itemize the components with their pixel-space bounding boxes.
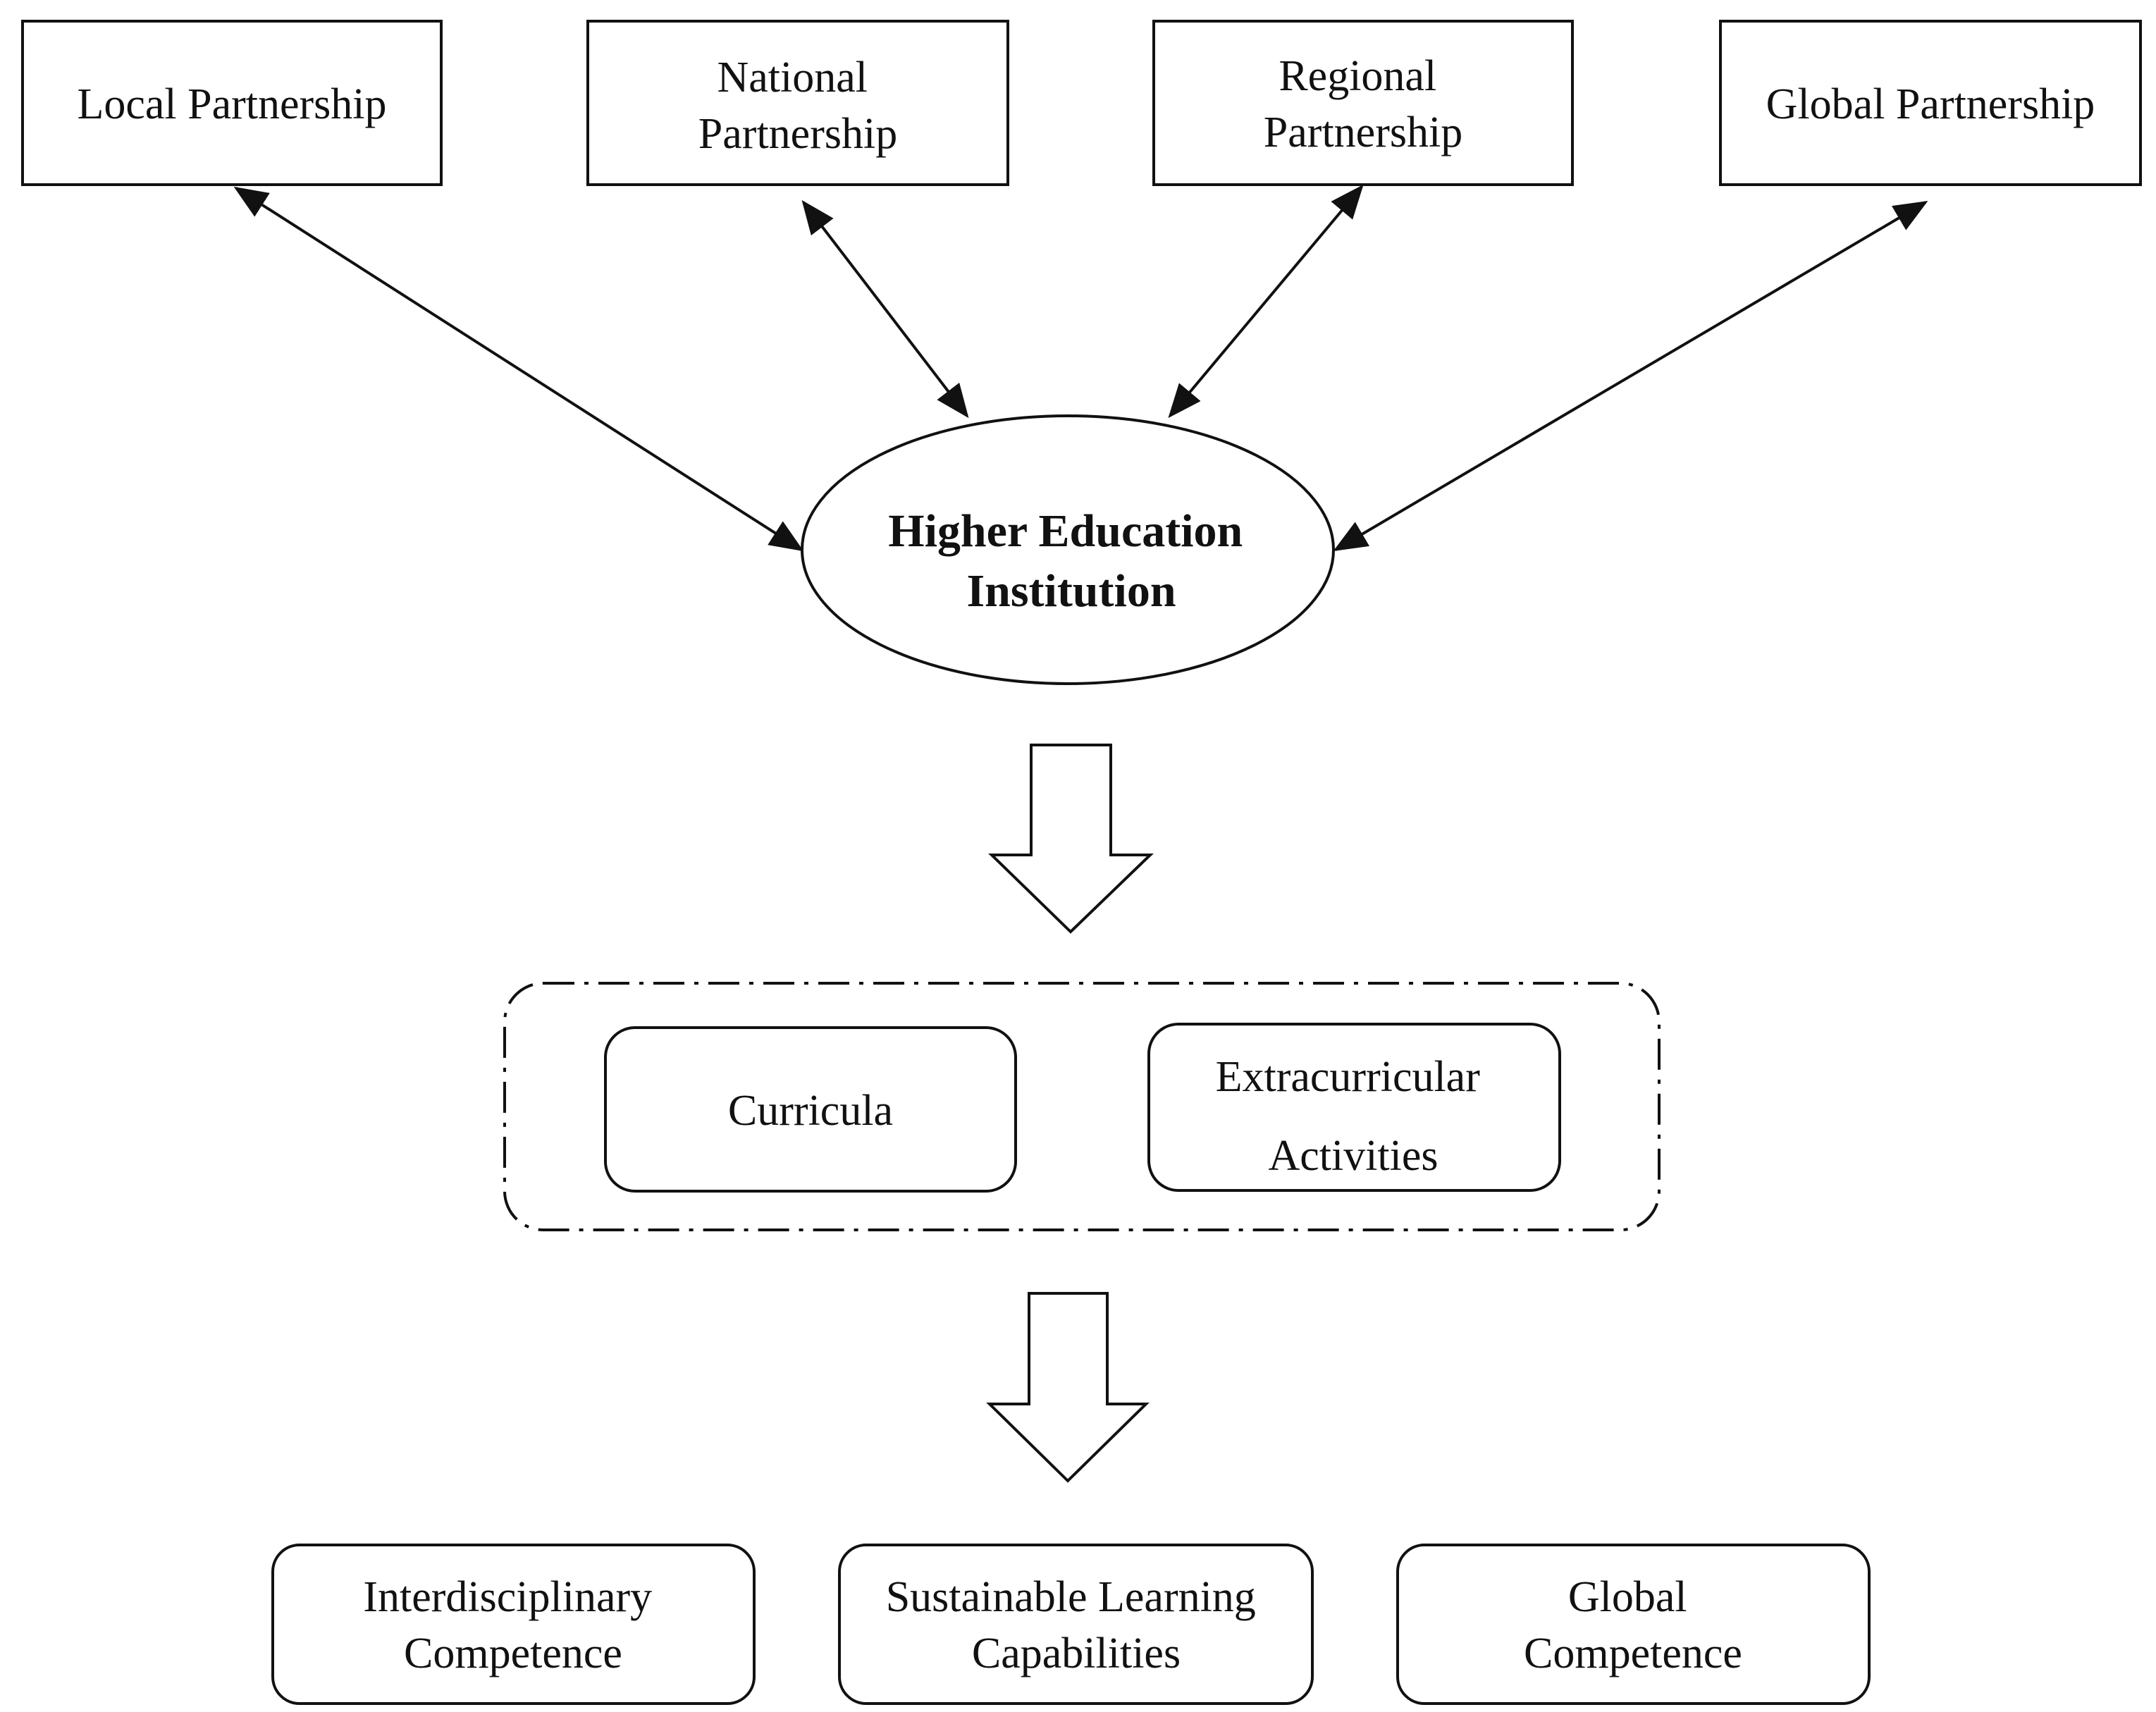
connector-global-hei — [1333, 200, 1928, 552]
hei-label: Higher Education Institution — [888, 505, 1255, 617]
partner-regional-node: Regional Partnership — [1152, 20, 1574, 186]
sustainable-label: Sustainable Learning Capabilities — [886, 1573, 1267, 1677]
extracurricular-activities-node: Extracurricular Activities — [1147, 1023, 1561, 1192]
partner-national-label: National Partnership — [698, 54, 897, 158]
connector-national-hei — [801, 199, 969, 419]
partner-local-node: Local Partnership — [21, 20, 443, 186]
curricula-label: Curricula — [728, 1087, 893, 1135]
connector-regional-hei — [1168, 184, 1364, 419]
extracurricular-label: Extracurricular Activities — [1216, 1053, 1491, 1180]
sustainable-learning-capabilities-node: Sustainable Learning Capabilities — [838, 1544, 1314, 1705]
higher-education-institution-node: Higher Education Institution — [801, 414, 1335, 685]
partner-local-label: Local Partnership — [77, 80, 386, 128]
curricula-node: Curricula — [604, 1026, 1017, 1193]
partner-global-label: Global Partnership — [1766, 80, 2095, 128]
interdisciplinary-competence-node: Interdisciplinary Competence — [271, 1544, 756, 1705]
partner-national-node: National Partnership — [586, 20, 1009, 186]
activities-group-container — [503, 982, 1661, 1231]
block-arrow-down-2 — [986, 1292, 1150, 1483]
global-competence-node: Global Competence — [1396, 1544, 1871, 1705]
partner-regional-label: Regional Partnership — [1264, 52, 1462, 156]
global-competence-label: Global Competence — [1524, 1573, 1742, 1677]
interdisciplinary-label: Interdisciplinary Competence — [363, 1573, 663, 1677]
partner-global-node: Global Partnership — [1719, 20, 2142, 186]
connector-local-hei — [233, 186, 804, 552]
block-arrow-down-1 — [988, 744, 1154, 934]
